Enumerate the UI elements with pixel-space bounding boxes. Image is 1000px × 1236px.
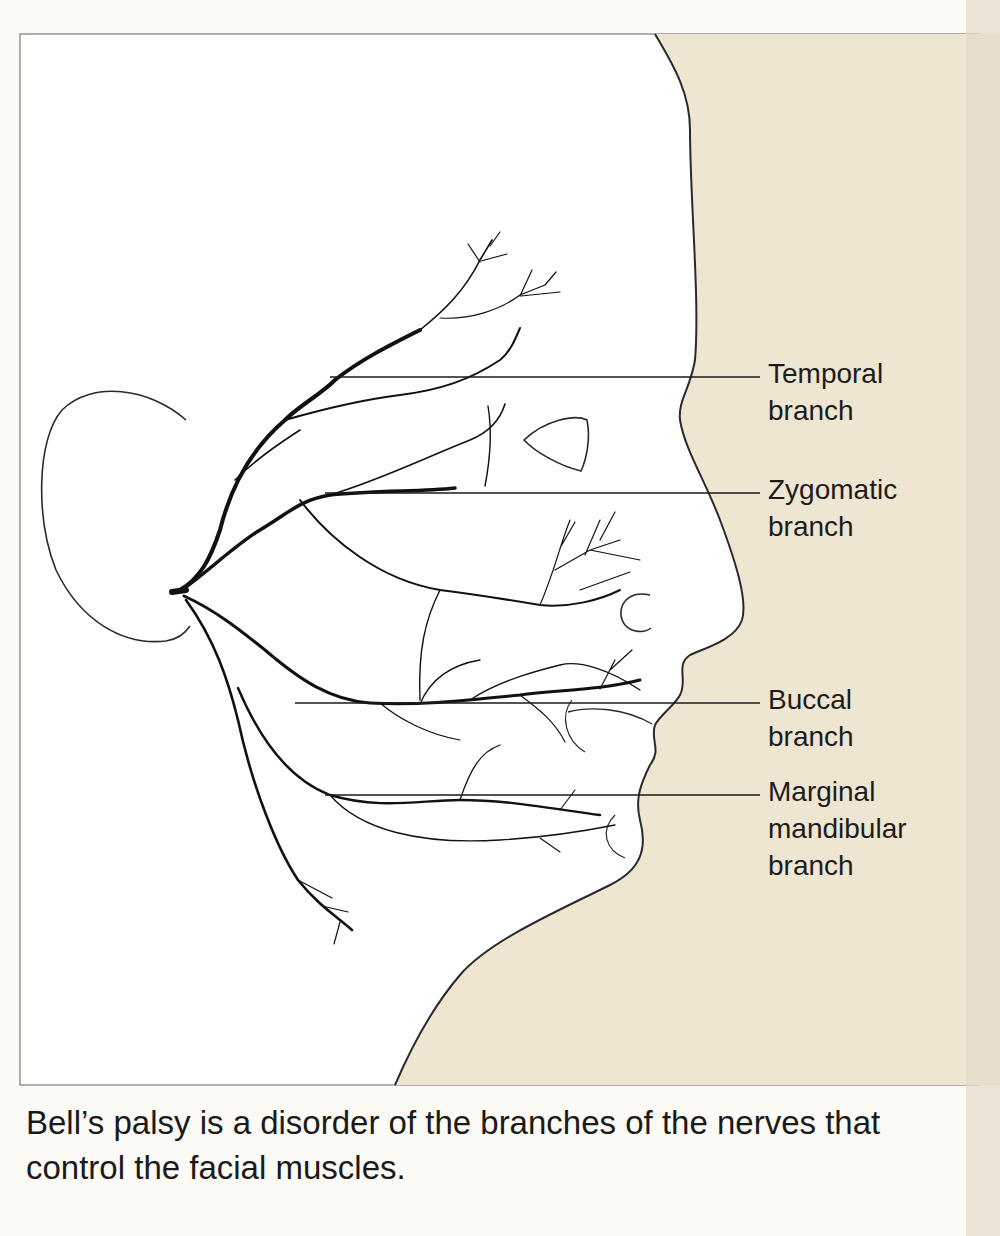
- zygomatic-nerve: [300, 500, 620, 606]
- mouth-corner: [566, 700, 585, 752]
- branch-label: Zygomatic branch: [768, 471, 933, 545]
- lip-line: [568, 709, 652, 724]
- chin-line: [606, 815, 625, 858]
- branch-label: Marginal mandibular branch: [768, 773, 933, 884]
- cervical-nerve: [186, 600, 352, 930]
- cervical-twig: [298, 880, 348, 944]
- temporal-twig: [440, 270, 560, 318]
- temporal-twig: [468, 232, 507, 262]
- buccal-nerve: [420, 590, 440, 700]
- marginal-mandibular-trunk: [238, 688, 600, 815]
- temporal-trunk: [180, 330, 420, 590]
- face-profile: [395, 34, 743, 1085]
- eye-outline: [524, 418, 588, 471]
- background-fill: [395, 34, 1000, 1085]
- page-edge: [966, 0, 1000, 1236]
- leader-lines: [295, 377, 760, 795]
- buccal-trunk: [184, 596, 640, 704]
- ear-outline: [42, 391, 190, 641]
- zygomatic-twig: [540, 512, 640, 605]
- facial-nerve: [172, 232, 640, 944]
- branch-label: Buccal branch: [768, 681, 933, 755]
- leader-line: [330, 376, 760, 377]
- buccal-nerve: [420, 660, 640, 704]
- leader-line: [325, 794, 760, 795]
- nostril: [621, 594, 651, 631]
- branch-label: Temporal branch: [768, 355, 933, 429]
- temporal-nerve: [420, 240, 492, 330]
- temporal-nerve: [285, 328, 520, 420]
- zygomatic-nerve: [330, 404, 505, 495]
- zygomatic-trunk: [182, 488, 455, 590]
- marginal-mandibular-twig: [540, 790, 575, 852]
- leader-line: [325, 492, 760, 493]
- buccal-twig: [380, 650, 632, 742]
- temporal-nerve: [235, 430, 300, 480]
- caption: Bell’s palsy is a disorder of the branch…: [26, 1100, 986, 1190]
- leader-line: [295, 702, 760, 703]
- zygomatic-nerve: [485, 406, 490, 486]
